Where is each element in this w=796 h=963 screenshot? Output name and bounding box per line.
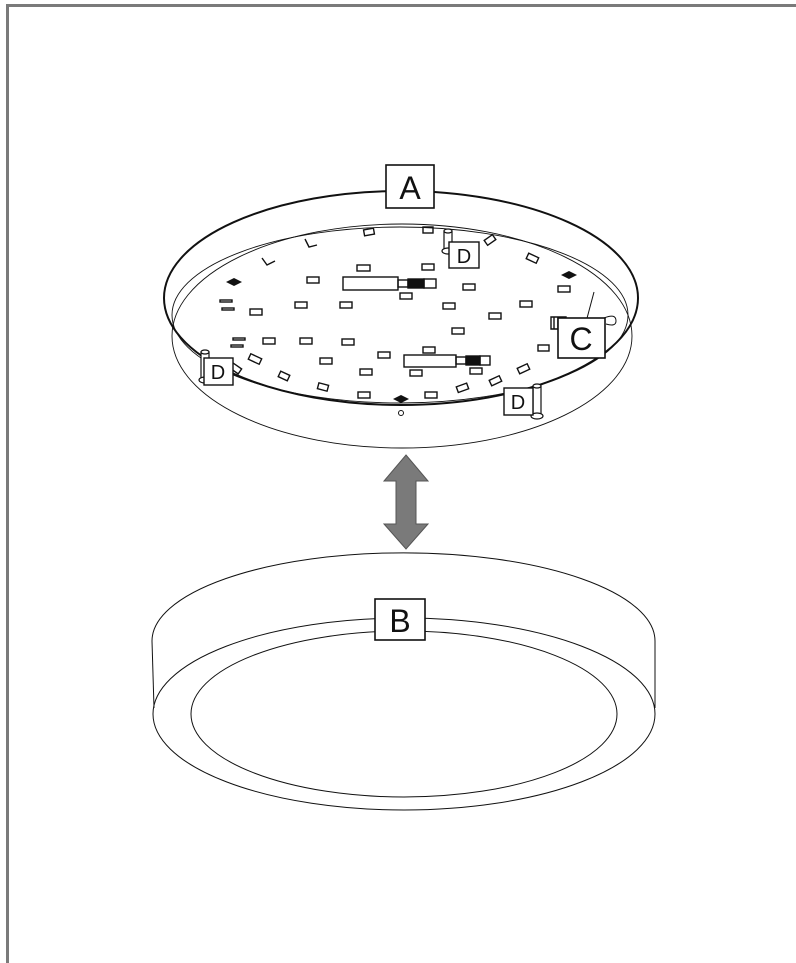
led-chip-group (219, 226, 571, 399)
center-hole (398, 410, 404, 416)
callout-c: C (557, 317, 606, 359)
assembly-double-arrow (382, 454, 430, 550)
ring-outer-bottom (152, 617, 656, 811)
callout-a: A (385, 164, 435, 209)
callout-d-left: D (203, 357, 234, 386)
ring-inner-opening (190, 630, 618, 798)
connector-group (342, 276, 491, 368)
plate-back-edge (171, 223, 633, 449)
label-d-right: D (511, 392, 525, 414)
part-a-led-plate (163, 190, 639, 449)
mounting-pins (198, 228, 544, 420)
plate-circuit-board (171, 226, 629, 404)
callout-b: B (374, 598, 426, 641)
callout-d-right: D (503, 387, 534, 416)
part-b-housing-ring (151, 552, 656, 811)
label-d-top: D (457, 246, 471, 268)
ring-top-arc (151, 552, 656, 642)
ring-left-side (151, 640, 155, 709)
label-c: C (569, 321, 592, 357)
label-d-left: D (211, 362, 225, 384)
label-a: A (399, 170, 421, 206)
plate-outer-rim (163, 190, 639, 406)
callout-d-top: D (448, 241, 480, 269)
diamond-markers (226, 271, 577, 403)
page-frame (6, 4, 796, 963)
label-b: B (389, 603, 410, 639)
